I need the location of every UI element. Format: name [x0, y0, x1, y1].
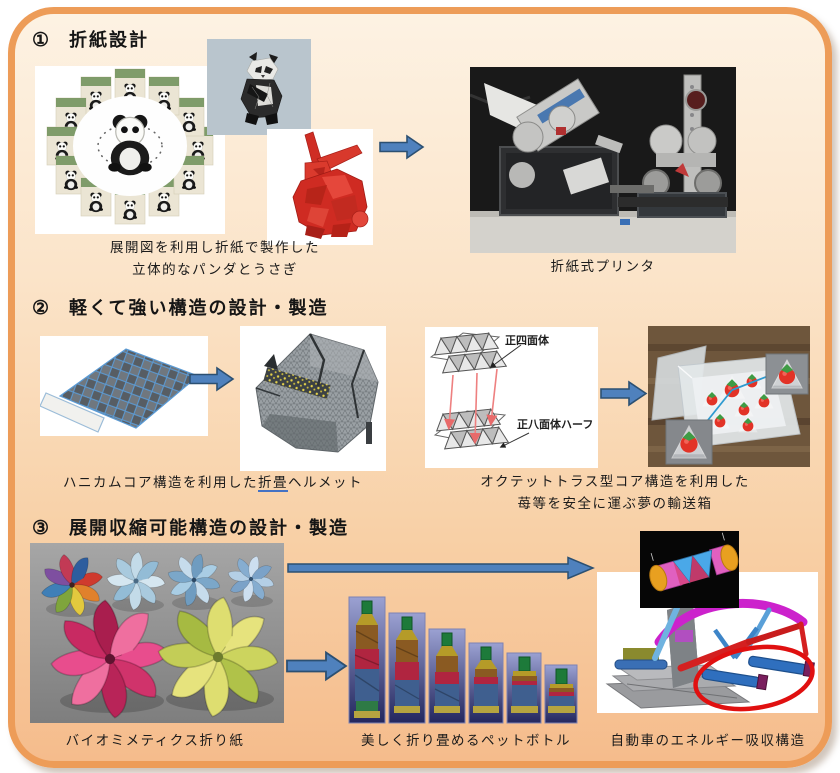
section1-number: ①: [32, 30, 52, 51]
biomimetics-origami-photo: [30, 543, 284, 723]
section2-title: 軽くて強い構造の設計・製造: [69, 298, 329, 318]
strawberry-inset-top-right: [765, 353, 809, 395]
red-rabbit-origami-image: [267, 129, 373, 245]
right-arrow-icon: [189, 366, 235, 392]
crash-tube-inset-image: [640, 531, 739, 608]
strawberry-inset-bottom-left: [665, 419, 713, 465]
foldable-pet-bottles-image: [348, 596, 578, 724]
folding-helmet-image: [240, 326, 386, 471]
long-right-arrow-icon: [287, 556, 595, 580]
caption-pet-bottle: 美しく折り畳めるペットボトル: [361, 733, 571, 748]
label-tetrahedron: 正四面体: [505, 333, 550, 347]
panda-3d-model-image: [207, 39, 311, 135]
caption-car-structure: 自動車のエネルギー吸収構造: [610, 733, 806, 748]
caption-helmet: ハニカムコア構造を利用した折畳ヘルメット: [63, 475, 363, 492]
caption-panda-rabbit: 展開図を利用し折紙で製作した 立体的なパンダとうさぎ: [110, 240, 320, 277]
origami-printer-photo: [470, 67, 736, 253]
section3-title: 展開収縮可能構造の設計・製造: [69, 518, 350, 538]
section2-number: ②: [32, 298, 52, 319]
strawberry-box-photo: [648, 326, 810, 467]
section2-heading: ② 軽くて強い構造の設計・製造: [32, 294, 329, 320]
octet-truss-diagram: 正四面体 正八面体ハーフ: [425, 327, 598, 468]
bottle-stage-5: [506, 652, 542, 724]
section1-title: 折紙設計: [69, 30, 150, 50]
label-octahedron-half: 正八面体ハーフ: [517, 417, 593, 431]
right-arrow-icon: [379, 134, 425, 160]
bottle-stage-6: [544, 664, 578, 724]
red-ellipse-annotation: [693, 644, 815, 712]
bottle-stage-3: [428, 628, 466, 724]
bottle-stage-1: [348, 596, 386, 724]
right-arrow-icon: [286, 650, 348, 682]
honeycomb-core-image: [40, 336, 208, 436]
caption-transport-box: オクテットトラス型コア構造を利用した 苺等を安全に運ぶ夢の輸送箱: [480, 474, 750, 511]
caption-biomimetics: バイオミメティクス折り紙: [65, 733, 245, 748]
car-energy-absorption-image: [597, 572, 818, 713]
bottle-stage-2: [388, 612, 426, 724]
panda-collage-image: [35, 66, 225, 234]
section1-heading: ① 折紙設計: [32, 26, 149, 52]
helmet-caption-underlined-word: 折畳: [258, 475, 288, 492]
section3-heading: ③ 展開収縮可能構造の設計・製造: [32, 514, 349, 540]
right-arrow-icon: [600, 380, 648, 407]
caption-printer: 折紙式プリンタ: [550, 259, 656, 274]
section3-number: ③: [32, 518, 52, 539]
bottle-stage-4: [468, 642, 504, 724]
